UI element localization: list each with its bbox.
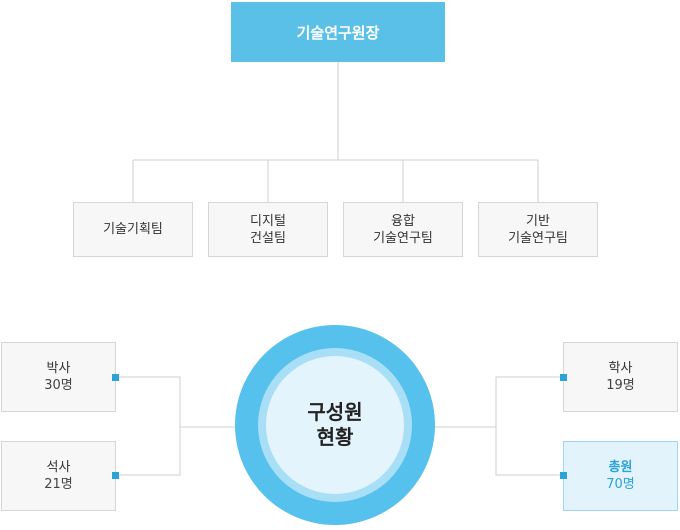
team-box-infrastructure-research: 기반 기술연구팀 xyxy=(478,202,598,257)
stat-label: 학사 xyxy=(608,361,633,376)
team-label-line1: 융합 xyxy=(391,213,415,229)
team-label-line2: 기술연구팀 xyxy=(373,230,433,246)
stat-count: 21명 xyxy=(44,477,73,492)
stat-count: 70명 xyxy=(606,477,635,492)
members-title-line2: 현황 xyxy=(316,425,354,449)
stat-box-master: 석사 21명 xyxy=(1,441,116,511)
head-director-label: 기술연구원장 xyxy=(296,23,380,42)
members-circle: 구성원 현황 xyxy=(266,356,404,494)
team-box-convergence-research: 융합 기술연구팀 xyxy=(343,202,463,257)
members-title-line1: 구성원 xyxy=(307,400,363,424)
team-label-line1: 기반 xyxy=(526,213,550,229)
stat-box-doctor: 박사 30명 xyxy=(1,342,116,412)
team-label-line2: 기술연구팀 xyxy=(508,230,568,246)
team-box-digital-construction: 디지털 건설팀 xyxy=(208,202,328,257)
team-box-planning: 기술기획팀 xyxy=(73,202,193,257)
stat-label: 박사 xyxy=(46,361,71,376)
left-bracket xyxy=(115,376,181,476)
stat-label: 총원 xyxy=(608,460,633,475)
stat-label: 석사 xyxy=(46,460,71,475)
connector-dot xyxy=(112,472,119,479)
team-label: 기술기획팀 xyxy=(103,222,163,237)
right-bracket xyxy=(495,376,563,476)
team-label-line1: 디지털 xyxy=(250,213,286,229)
stat-box-total: 총원 70명 xyxy=(563,441,678,511)
connector-dot xyxy=(112,374,119,381)
head-director-box: 기술연구원장 xyxy=(231,2,445,62)
stat-count: 30명 xyxy=(44,378,73,393)
stat-box-bachelor: 학사 19명 xyxy=(563,342,678,412)
connector-dot xyxy=(560,374,567,381)
connector-dot xyxy=(560,472,567,479)
team-label-line2: 건설팀 xyxy=(250,230,286,246)
stat-count: 19명 xyxy=(606,378,635,393)
